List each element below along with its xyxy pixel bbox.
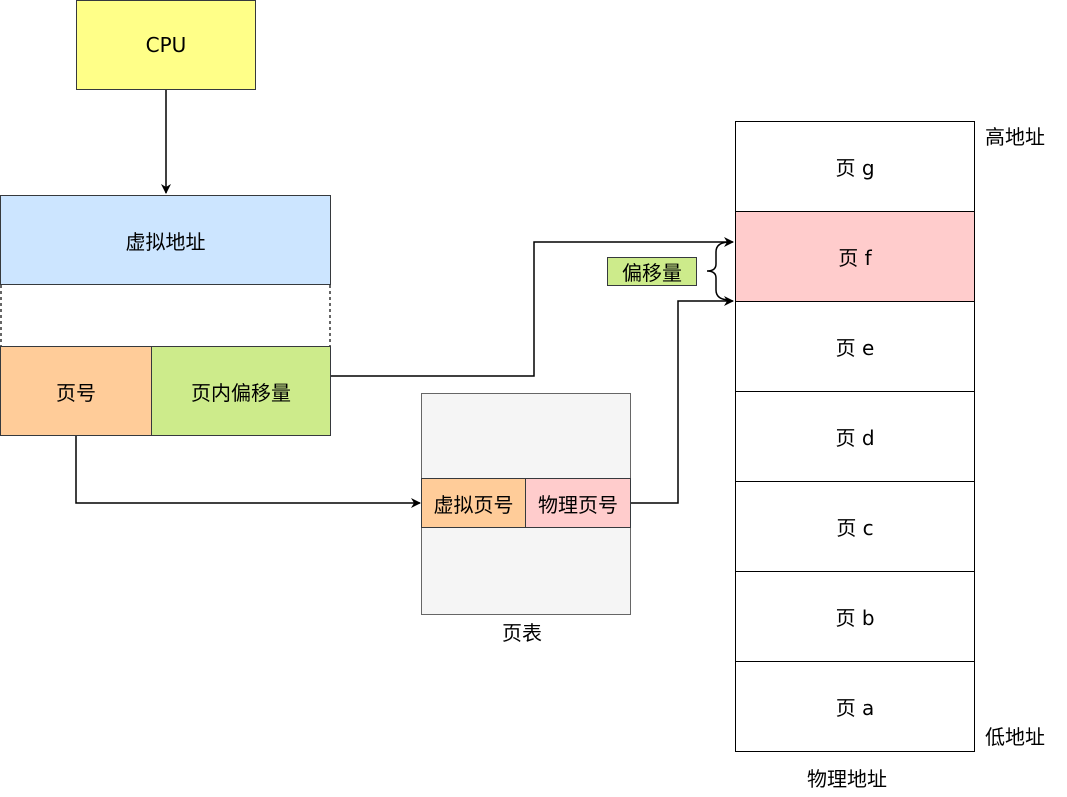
memory-page-cell: 页 g <box>735 121 975 212</box>
page-number-label: 页号 <box>56 380 96 405</box>
memory-page-label: 页 b <box>835 606 875 630</box>
page-table-virtual-page-cell: 虚拟页号 <box>421 478 526 528</box>
page-offset-label: 页内偏移量 <box>191 380 291 405</box>
offset-brace <box>706 241 731 301</box>
virtual-page-label: 虚拟页号 <box>433 492 514 517</box>
memory-page-cell: 页 a <box>735 661 975 752</box>
memory-page-label: 页 e <box>835 336 875 360</box>
memory-page-cell: 页 f <box>735 211 975 302</box>
memory-page-label: 页 c <box>836 516 874 540</box>
offset-tag: 偏移量 <box>607 257 697 286</box>
physical-page-label: 物理页号 <box>538 492 618 517</box>
cpu-label: CPU <box>145 33 187 57</box>
page-table-physical-page-cell: 物理页号 <box>525 478 631 528</box>
memory-page-label: 页 d <box>835 426 875 450</box>
memory-page-label: 页 g <box>835 156 875 180</box>
virtual-address-box: 虚拟地址 <box>0 195 331 285</box>
memory-page-cell: 页 b <box>735 571 975 662</box>
cpu-box: CPU <box>76 0 256 90</box>
page-number-box: 页号 <box>0 346 152 436</box>
memory-page-cell: 页 e <box>735 301 975 392</box>
arrow-page-number-to-page-table <box>75 436 421 508</box>
arrow-physical-page-to-page-f <box>631 296 734 504</box>
offset-tag-label: 偏移量 <box>622 261 682 285</box>
memory-page-label: 页 a <box>835 696 875 720</box>
page-table-caption: 页表 <box>502 621 542 645</box>
low-address-label: 低地址 <box>985 725 1045 749</box>
memory-page-cell: 页 d <box>735 391 975 482</box>
virtual-address-label: 虚拟地址 <box>125 229 206 254</box>
physical-memory-caption: 物理地址 <box>807 767 887 791</box>
memory-page-cell: 页 c <box>735 481 975 572</box>
high-address-label: 高地址 <box>985 125 1045 149</box>
page-offset-box: 页内偏移量 <box>151 346 331 436</box>
memory-page-label: 页 f <box>838 246 872 270</box>
